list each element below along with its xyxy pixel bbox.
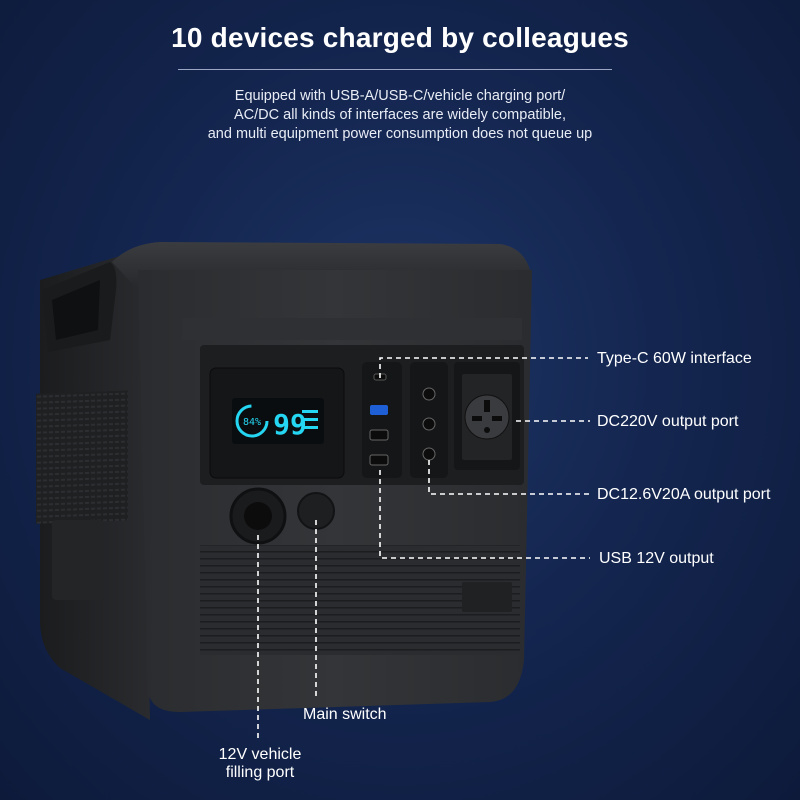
- usb-port-column: [362, 362, 402, 478]
- description-line-1: Equipped with USB-A/USB-C/vehicle chargi…: [234, 88, 566, 104]
- callout-vehicle-line-2: filling port: [225, 764, 295, 781]
- callout-vehicle-label: 12V vehicle filling port: [205, 746, 315, 782]
- usb-port-2: [369, 429, 389, 441]
- dc-port-2: [422, 417, 436, 431]
- page-title: 10 devices charged by colleagues: [171, 22, 629, 53]
- usb-port-3: [369, 454, 389, 466]
- callout-typec-label: Type-C 60W interface: [597, 350, 752, 367]
- battery-ring: [235, 404, 269, 438]
- callout-usb12-label: USB 12V output: [599, 550, 714, 567]
- description-line-3: and multi equipment power consumption do…: [207, 126, 593, 142]
- lcd-screen: [232, 398, 324, 444]
- usb-port-blue: [370, 405, 388, 415]
- callout-vehicle-line-1: 12V vehicle: [218, 746, 302, 763]
- battery-percent: 84%: [243, 417, 261, 428]
- description: Equipped with USB-A/USB-C/vehicle chargi…: [0, 87, 800, 144]
- side-vents: [36, 390, 128, 524]
- dc-port-3: [422, 447, 436, 461]
- callout-lines: [257, 357, 590, 740]
- lcd-big-number: 99: [273, 408, 307, 441]
- callout-dc220-label: DC220V output port: [597, 413, 739, 430]
- side-port-cover: [52, 520, 104, 600]
- description-line-2: AC/DC all kinds of interfaces are widely…: [233, 107, 567, 123]
- ac-outlet: [464, 394, 510, 440]
- dc-port-1: [422, 387, 436, 401]
- callout-main-switch-label: Main switch: [303, 706, 387, 723]
- title-divider: [178, 69, 612, 70]
- callout-dc126-label: DC12.6V20A output port: [597, 486, 771, 503]
